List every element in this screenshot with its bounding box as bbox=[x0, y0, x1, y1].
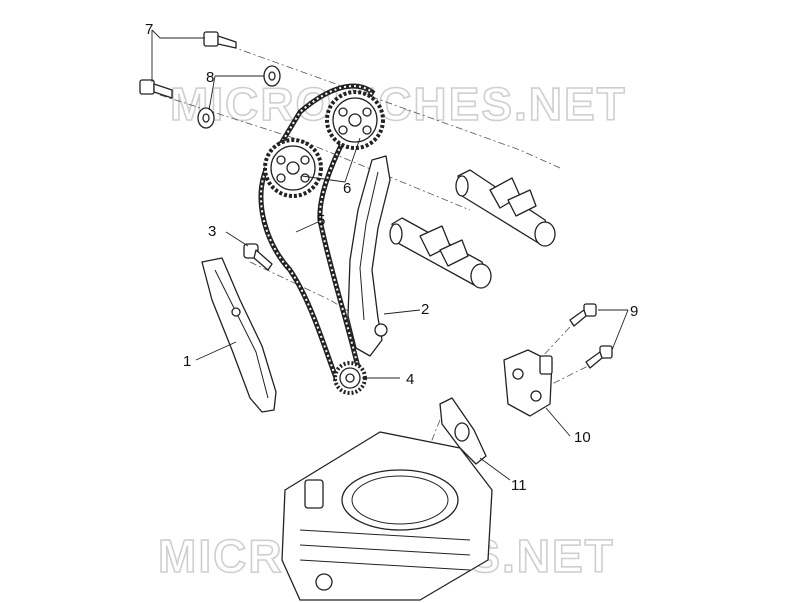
callout-4: 4 bbox=[406, 371, 414, 388]
chain-tensioner bbox=[503, 349, 553, 417]
callout-11: 11 bbox=[511, 477, 527, 494]
callout-3: 3 bbox=[208, 223, 216, 240]
callout-2: 2 bbox=[421, 301, 429, 318]
camshaft-upper bbox=[455, 169, 556, 247]
tensioner-gasket bbox=[439, 397, 487, 465]
cylinder-block bbox=[281, 431, 493, 601]
callouts: 1 2 3 4 5 6 7 8 9 10 11 bbox=[145, 21, 638, 494]
crankshaft-sprocket bbox=[333, 361, 367, 395]
sprocket-bolt-lower bbox=[139, 79, 173, 99]
callout-7: 7 bbox=[145, 21, 153, 38]
sprocket-bolt-upper bbox=[203, 31, 237, 49]
washer-lower bbox=[197, 107, 215, 129]
tensioner-guide bbox=[201, 257, 277, 413]
timing-chain bbox=[258, 83, 376, 392]
tensioner-bolt-lower bbox=[585, 345, 613, 369]
callout-1: 1 bbox=[183, 353, 191, 370]
chain-guide bbox=[347, 155, 391, 357]
callout-9: 9 bbox=[630, 303, 638, 320]
callout-5: 5 bbox=[317, 212, 325, 229]
callout-6: 6 bbox=[343, 180, 351, 197]
watermark-top: MICROFICHES.NET bbox=[170, 78, 627, 130]
camshaft-lower bbox=[389, 217, 492, 289]
camshaft-sprocket-left bbox=[263, 138, 323, 198]
callout-10: 10 bbox=[574, 429, 591, 446]
guide-pin bbox=[243, 243, 273, 271]
callout-8: 8 bbox=[206, 69, 214, 86]
camshaft-sprocket-right bbox=[325, 90, 385, 150]
washer-upper bbox=[263, 65, 281, 87]
leader-lines bbox=[151, 29, 629, 481]
tensioner-bolt-upper bbox=[569, 303, 597, 327]
